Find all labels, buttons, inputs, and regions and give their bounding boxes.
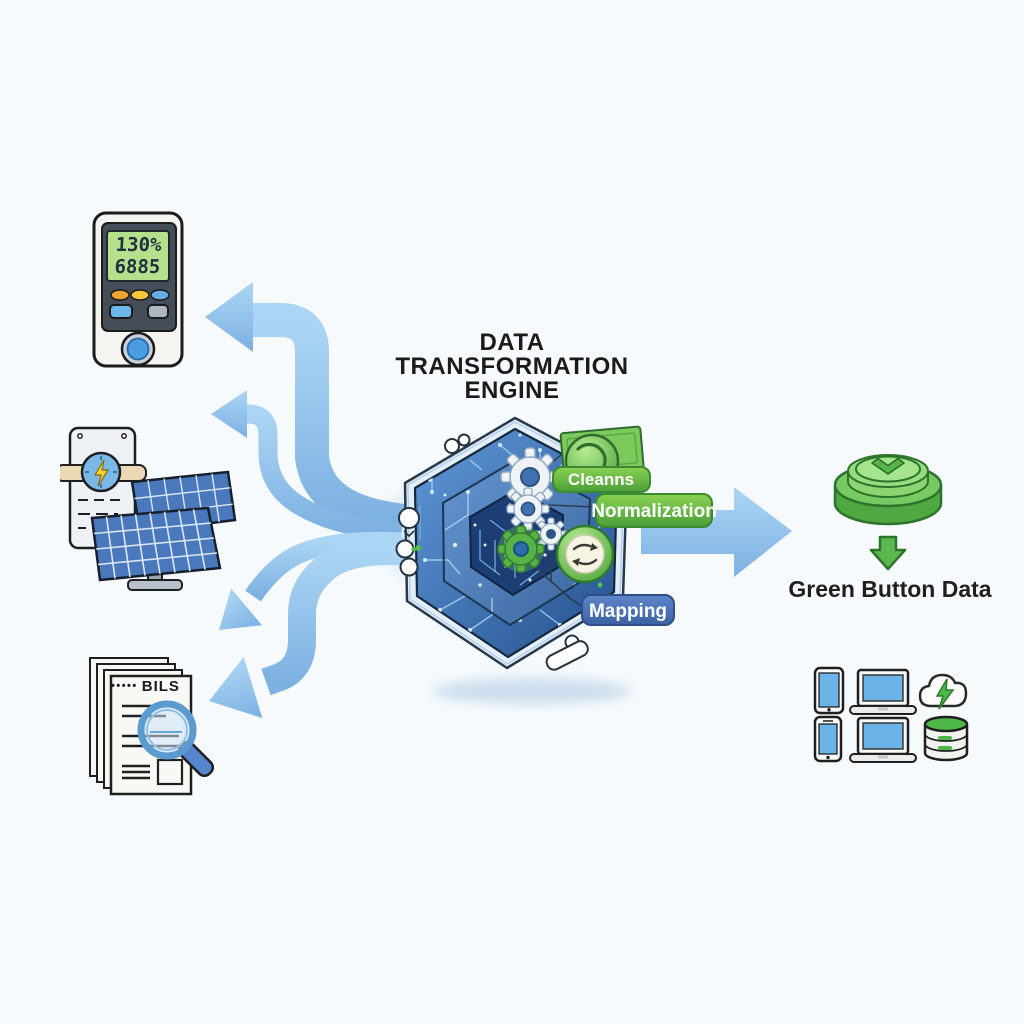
engine-title-line1: DATA [479,329,545,356]
meter-key-blue [109,304,133,319]
output-caption: Green Button Data [788,576,992,602]
green-button-icon [828,441,948,581]
bill-label: BILS [141,677,180,695]
smartphone-icon [813,715,843,763]
cleansing-label: Cleanns [552,466,651,493]
output-flow-arrow [641,487,792,577]
lightning-icon [935,678,955,710]
solar-panels-icon [60,420,240,600]
tablet-icon [813,666,845,715]
down-arrow-icon [869,535,907,571]
engine-title-line2: TRANSFORMATION [395,353,629,380]
flow-arrow-to-solar [211,390,402,542]
devices-grid [800,655,980,770]
magnifier-icon [137,700,215,778]
energy-meter-dial-icon [80,451,122,493]
gear-icon [500,447,560,507]
normalization-label: Normalization [591,493,717,528]
engine-title-line3: ENGINE [464,377,560,404]
energy-cloud-icon [918,673,968,710]
meter-lcd-readout: 130% 6885 [106,233,170,279]
meter-main-button [126,337,150,361]
flow-arrow-to-smart-meter [205,282,406,538]
laptop-icon [849,716,917,763]
laptop-icon [849,668,917,715]
hexagon-edge-nodes [395,433,589,671]
bill-header: ••••• BILS [111,677,187,695]
meter-lcd-line2: 6885 [113,256,161,278]
cleansing-label-text: Cleanns [568,470,634,489]
engine-shadow [432,678,632,704]
database-icon [923,715,969,762]
utility-bills-icon: ••••• BILS [78,648,228,798]
meter-button-yellow [130,289,150,301]
meter-lcd-screen [106,230,170,282]
green-gear-icon [497,525,545,573]
meter-key-gray [147,304,169,319]
gear-icon [506,487,550,531]
transformation-engine: Cleanns Normalization Mapping [395,416,717,671]
meter-button-blue [150,289,170,301]
meter-lcd-line1: 130% [115,234,163,256]
meter-button-orange [110,289,130,301]
input-flow-arrows [205,282,406,719]
transform-badge-icon [555,524,615,584]
mapping-label-text: Mapping [589,601,667,622]
mapping-label: Mapping [581,594,675,626]
smart-meter-icon: 130% 6885 [92,211,184,368]
bill-dots: ••••• [111,680,138,692]
chevron-down-icon [870,457,906,475]
flow-arrow-to-bills-lower [209,536,404,719]
engine-title: DATA TRANSFORMATION ENGINE [377,331,647,403]
normalization-label-text: Normalization [591,501,717,522]
solar-panel-front [90,506,222,591]
